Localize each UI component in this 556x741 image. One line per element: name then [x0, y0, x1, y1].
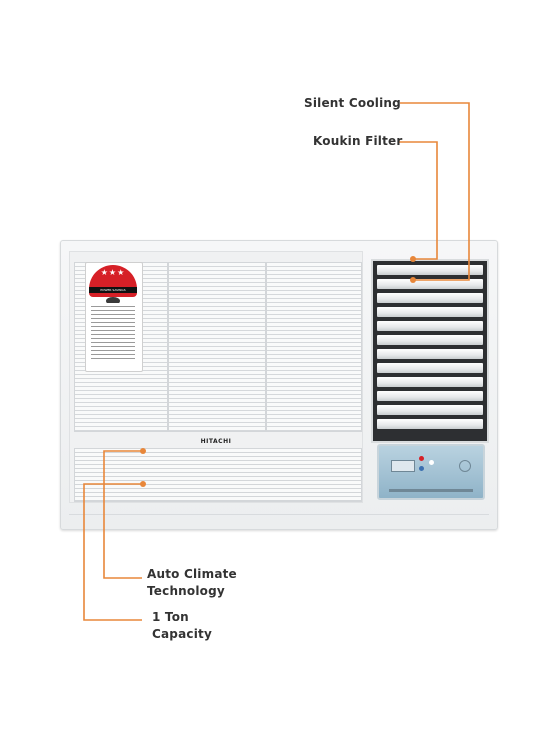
louver-vane [377, 279, 483, 289]
callout-silent-cooling: Silent Cooling [304, 96, 401, 110]
louver-vane [377, 321, 483, 331]
air-outlet-louvers [371, 259, 489, 443]
callout-auto-climate: Auto Climate Technology [147, 566, 237, 600]
base-trim [69, 514, 489, 515]
brand-logo: HITACHI [200, 438, 232, 445]
indicator-light-icon [429, 460, 434, 465]
louver-vane [377, 307, 483, 317]
callout-auto-climate-line1: Auto Climate [147, 567, 237, 581]
louver-vane [377, 377, 483, 387]
louver-vane [377, 405, 483, 415]
mode-indicator-icon [419, 466, 424, 471]
callout-ton-line2: Capacity [152, 627, 212, 641]
louver-vane [377, 349, 483, 359]
control-panel [377, 444, 485, 500]
callout-line-ton [83, 483, 143, 621]
star-icon: ★★★ [100, 268, 126, 277]
temperature-display [391, 460, 415, 472]
callout-dot [410, 256, 416, 262]
callout-dot [140, 448, 146, 454]
callout-dot [140, 481, 146, 487]
lower-air-intake-grille [74, 448, 362, 502]
louver-vane [377, 335, 483, 345]
callout-line-silent-cooling [400, 102, 470, 281]
upper-grille-right [266, 262, 362, 432]
energy-star-label: ★★★ POWER SAVINGS [85, 262, 143, 372]
louver-vane [377, 391, 483, 401]
callout-auto-climate-line2: Technology [147, 584, 225, 598]
louver-vane [377, 419, 483, 429]
louver-vane [377, 265, 483, 275]
sensor-icon [459, 460, 471, 472]
label-badge-icon [106, 297, 120, 305]
upper-grille-center [168, 262, 266, 432]
callout-ton-line1: 1 Ton [152, 610, 189, 624]
label-fine-print [91, 303, 135, 359]
callout-line-auto-climate [103, 450, 143, 579]
louver-vane [377, 293, 483, 303]
power-indicator-icon [419, 456, 424, 461]
callout-line-koukin-filter [399, 141, 438, 260]
callout-ton-capacity: 1 Ton Capacity [152, 609, 212, 643]
louver-vane [377, 363, 483, 373]
control-strip [389, 489, 473, 492]
power-savings-band: POWER SAVINGS [89, 287, 137, 293]
callout-dot [410, 277, 416, 283]
callout-koukin-filter: Koukin Filter [313, 134, 403, 148]
